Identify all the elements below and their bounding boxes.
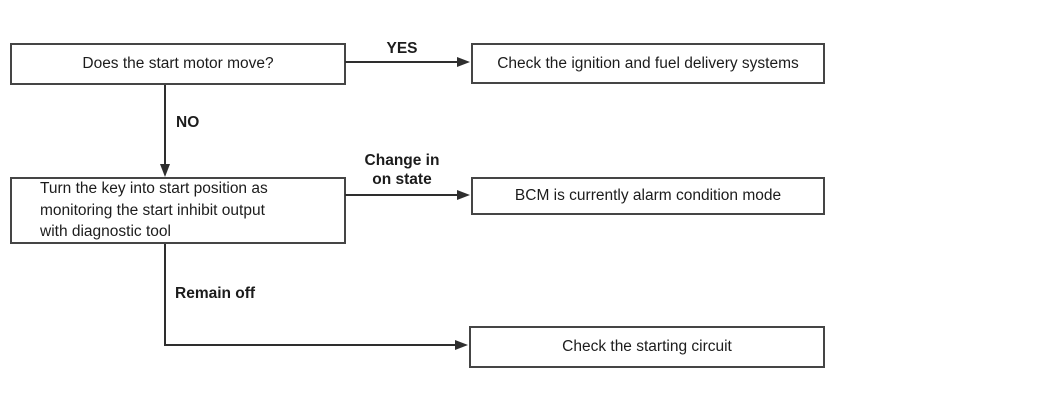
node-check-ignition-label: Check the ignition and fuel delivery sys…: [497, 54, 799, 72]
edge-change-label-line-1: Change in: [364, 152, 440, 169]
node-bcm-alarm: BCM is currently alarm condition mode: [471, 177, 825, 215]
node-start-motor-label: Does the start motor move?: [82, 55, 274, 72]
edge-yes-arrowhead-icon: [457, 57, 470, 67]
edge-yes-label: YES: [386, 40, 418, 57]
node-starting-circuit: Check the starting circuit: [469, 326, 825, 368]
node-turn-key-line-1: Turn the key into start position as: [40, 180, 268, 198]
node-starting-circuit-label: Check the starting circuit: [562, 338, 732, 355]
edge-no-label: NO: [176, 114, 200, 131]
node-start-motor: Does the start motor move?: [10, 43, 346, 85]
edge-yes-line: [345, 61, 459, 63]
node-turn-key-line-2: monitoring the start inhibit output: [40, 201, 265, 219]
edge-change-label-line-2: on state: [372, 171, 432, 188]
edge-remain-off-hline: [164, 344, 456, 346]
edge-no-line: [164, 85, 166, 165]
edge-remain-off-arrowhead-icon: [455, 340, 468, 350]
edge-no-arrowhead-icon: [160, 164, 170, 177]
node-turn-key-line-3: with diagnostic tool: [40, 223, 171, 241]
node-bcm-alarm-label: BCM is currently alarm condition mode: [514, 187, 782, 204]
node-check-ignition: Check the ignition and fuel delivery sys…: [471, 43, 825, 84]
edge-change-arrowhead-icon: [457, 190, 470, 200]
edge-change-label: Change in on state: [341, 151, 463, 189]
edge-remain-off-vline: [164, 244, 166, 346]
edge-remain-off-label: Remain off: [175, 285, 256, 302]
node-turn-key: Turn the key into start position as moni…: [10, 177, 346, 244]
edge-change-line: [345, 194, 459, 196]
